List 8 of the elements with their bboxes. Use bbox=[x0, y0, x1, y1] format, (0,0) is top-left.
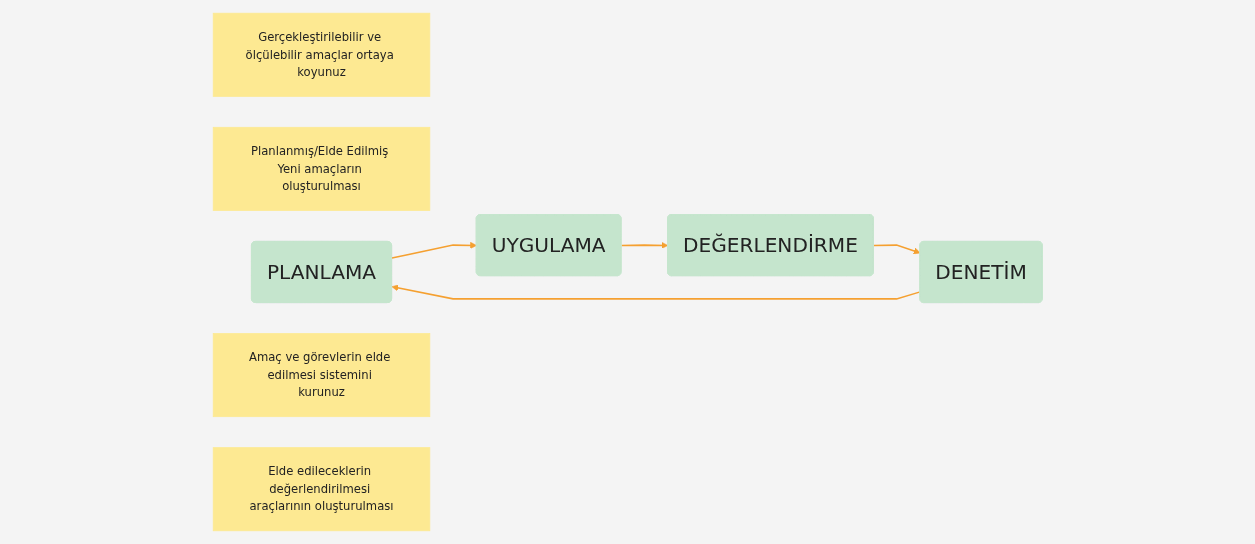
node-box: Planlanmış/Elde Edilmiş Yeni amaçların oluşturulması bbox=[212, 126, 430, 211]
node-box: Elde edileceklerin değerlendirilmesi araçlarının oluşturulması bbox=[212, 447, 430, 532]
node-box: Amaç ve görevlerin elde edilmesi sistemini kurunuz bbox=[212, 333, 430, 418]
arrow bbox=[872, 244, 921, 255]
arrow bbox=[620, 242, 668, 249]
arrow bbox=[390, 242, 477, 259]
arrow bbox=[391, 284, 921, 300]
node-box: Gerçekleştirilebilir ve ölçülebilir amaçlar ortaya koyunuz bbox=[212, 12, 430, 97]
